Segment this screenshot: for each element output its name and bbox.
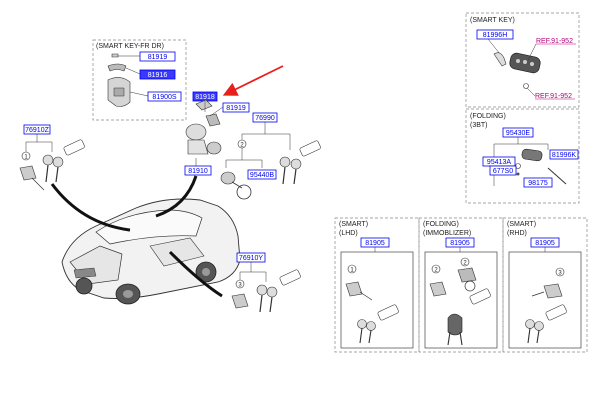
part-number: 95440B [250, 172, 274, 179]
part-label-box [184, 165, 212, 176]
callout-number: 3 [238, 283, 242, 289]
callout-circle [431, 264, 441, 274]
part-number: 76910Y [239, 255, 263, 262]
group-heading: (SMART KEY-FR DR) [96, 43, 164, 50]
part-label-box [549, 149, 579, 160]
group-heading: (SMART KEY) [470, 17, 515, 24]
folding-key-icon [515, 148, 567, 185]
part-number: 81916 [148, 72, 168, 79]
callout-number: 1 [24, 155, 28, 161]
group-main-ignition: 81918 81919 76990 81910 2 [184, 91, 321, 200]
door-lock-cylinder-icon [429, 281, 447, 297]
group-heading: (FOLDING) [470, 113, 506, 120]
key-pair-icon [525, 304, 567, 344]
part-number: 81996H [483, 32, 508, 39]
part-label-box [489, 165, 517, 176]
key-pair-icon [256, 269, 301, 313]
callout-circle [460, 257, 470, 267]
ref-text: REF.91-952 [536, 38, 573, 45]
part-number: 677S0 [493, 168, 513, 175]
group-heading: (SMART) [507, 221, 536, 228]
part-label-box-highlighted [139, 69, 176, 80]
key-pair-icon [42, 139, 85, 183]
pointer-curve [155, 175, 198, 218]
part-number: 81918 [195, 94, 215, 101]
part-label-box [147, 91, 182, 102]
part-label-box [523, 177, 553, 188]
group-76910y: 76910Y 3 [231, 252, 301, 313]
door-lock-cylinder-icon [19, 165, 45, 191]
group-heading: (RHD) [507, 230, 527, 237]
door-lock-cylinder-icon [345, 281, 373, 301]
part-label-box [247, 169, 277, 180]
group-heading: (3BT) [470, 122, 488, 129]
part-number: 81919 [148, 54, 168, 61]
ignition-cylinder-icon [457, 267, 477, 292]
part-label-box [476, 29, 514, 40]
callout-number: 1 [350, 268, 354, 274]
group-heading: (FOLDING) [423, 221, 459, 228]
callout-number: 2 [240, 143, 244, 149]
callout-circle [21, 151, 31, 161]
group-heading: (SMART) [339, 221, 368, 228]
callout-circle [235, 279, 245, 289]
smart-key-fob-icon [493, 52, 541, 89]
part-number: 76990 [255, 115, 275, 122]
key-pair-icon [357, 304, 399, 344]
key-pair-icon [279, 140, 321, 185]
ring-icon [236, 184, 252, 200]
part-number: 95413A [487, 159, 511, 166]
group-smart-rhd: (SMART) (RHD) 81905 3 [502, 217, 588, 353]
door-lock-cylinder-icon [531, 283, 563, 299]
group-heading: (LHD) [339, 230, 358, 237]
ref-text: REF.91-952 [535, 93, 572, 100]
group-folding-3bt: (FOLDING) (3BT) 95430E 81996K 95413A 677… [465, 108, 580, 204]
door-lock-cylinder-icon [231, 293, 249, 309]
pointer-curve [168, 250, 223, 298]
lock-cylinder-icon [220, 171, 243, 189]
group-folding-immobilizer: (FOLDING) (IMMOBLIZER) 81905 2 2 [418, 217, 504, 353]
group-heading: (IMMOBLIZER) [423, 230, 471, 237]
part-number: 76910Z [25, 127, 49, 134]
part-label-box [222, 102, 250, 113]
folding-key-icon [447, 288, 491, 346]
part-number: 81996K [552, 152, 576, 159]
callout-number: 3 [558, 271, 562, 277]
callout-number: 2 [463, 261, 467, 267]
group-smart-key-fr-dr: (SMART KEY-FR DR) 81919 81916 81900S [92, 39, 187, 121]
ignition-lock-icon [185, 99, 222, 155]
callout-circle [347, 264, 357, 274]
part-number: 81910 [188, 168, 208, 175]
callout-circle [555, 267, 565, 277]
part-number: 81905 [450, 240, 470, 247]
part-number: 81905 [535, 240, 555, 247]
part-label-box [139, 51, 176, 62]
part-number: 81900S [152, 94, 176, 101]
part-number: 81905 [365, 240, 385, 247]
door-handle-cap-icon [107, 53, 131, 107]
pointer-curve [50, 183, 131, 232]
callout-number: 2 [434, 268, 438, 274]
part-number: 81919 [226, 105, 246, 112]
part-number: 98175 [528, 180, 548, 187]
part-number: 95430E [506, 130, 530, 137]
red-arrow-icon [222, 65, 284, 96]
group-76910z: 76910Z 1 [19, 124, 85, 191]
group-smart-key: (SMART KEY) 81996H REF.91-952 REF.91-952 [465, 12, 580, 108]
group-smart-lhd: (SMART) (LHD) 81905 1 [334, 217, 420, 353]
